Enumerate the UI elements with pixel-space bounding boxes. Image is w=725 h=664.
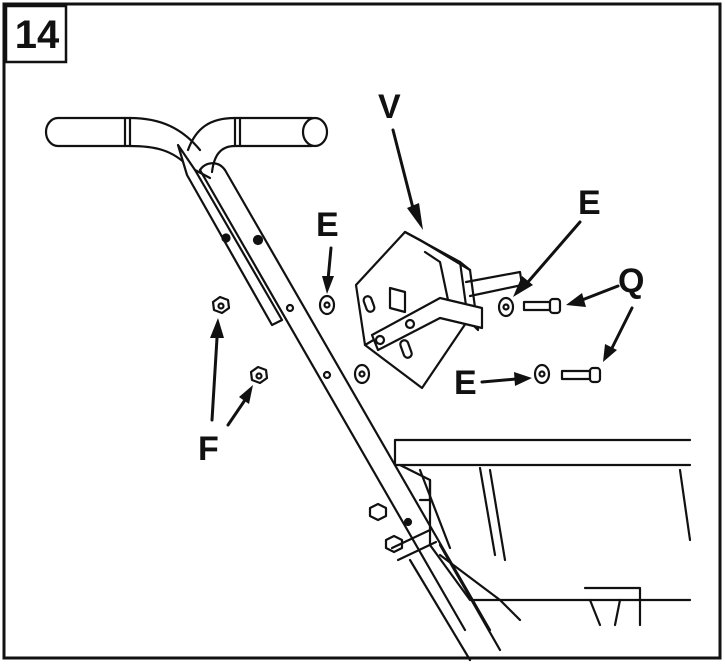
nut-f-bottom	[249, 365, 269, 385]
step-number-box	[4, 4, 68, 64]
arrow-e-bottom	[480, 372, 532, 386]
washer-e-right	[497, 296, 515, 318]
bolt-q-bottom	[560, 366, 602, 384]
bracket-v	[354, 230, 524, 390]
arrow-q-bottom	[603, 306, 634, 362]
bolt-q-top	[522, 297, 562, 315]
hopper	[393, 438, 692, 627]
label-q: Q	[618, 262, 645, 300]
step-number: 14	[14, 13, 60, 57]
washer-e-top	[318, 294, 336, 316]
label-e-right: E	[578, 184, 601, 222]
arrow-f-bottom	[226, 385, 253, 427]
nut-f-top	[211, 295, 231, 315]
arrow-q-top	[566, 284, 620, 307]
handle	[44, 116, 329, 327]
arrow-e-top	[322, 246, 334, 294]
label-e-bottom: E	[454, 364, 477, 402]
washer-e-bottom	[533, 363, 551, 385]
arrow-f-top	[210, 318, 224, 422]
arrow-e-right	[513, 220, 582, 297]
label-e-top: E	[316, 206, 339, 244]
label-f: F	[198, 430, 219, 468]
label-v: V	[378, 88, 401, 126]
arrow-v	[391, 128, 423, 230]
washer-extra	[353, 363, 371, 385]
handle-shaft	[198, 162, 502, 662]
